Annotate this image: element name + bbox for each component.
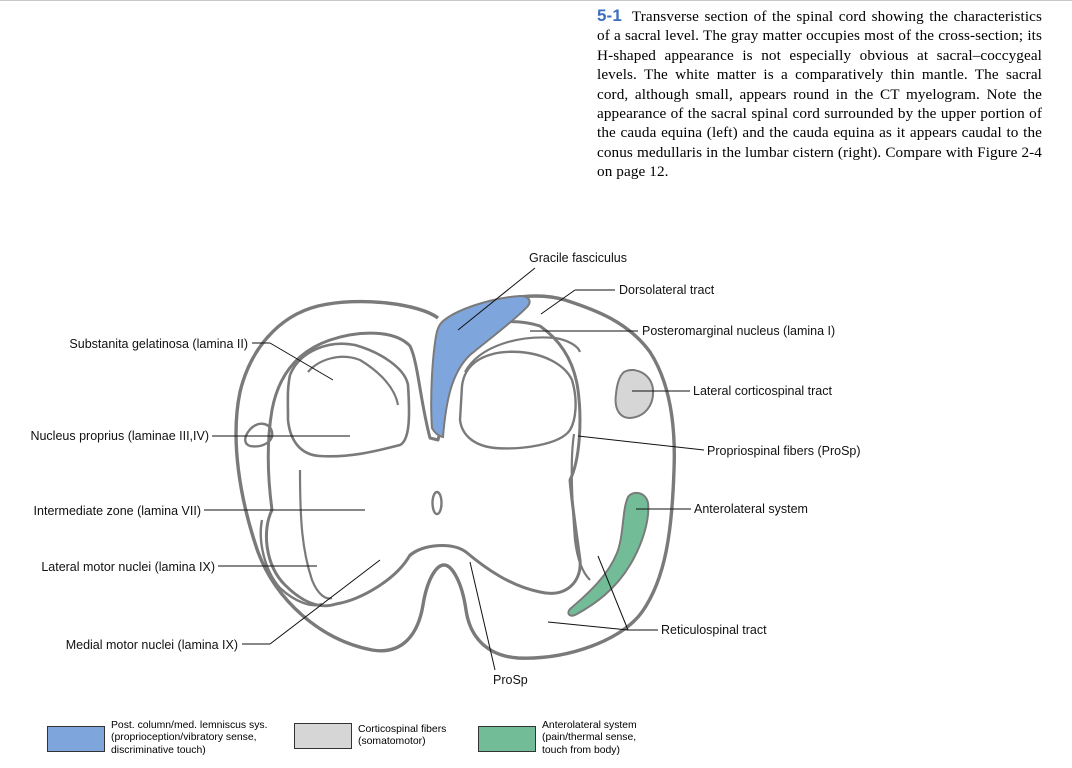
legend-swatch-corticospinal: [294, 723, 352, 749]
leader-reticulo-c: [597, 555, 629, 631]
leader-medial-motor-b: [269, 559, 381, 645]
top-rule: [0, 0, 1072, 1]
label-prosp: ProSp: [493, 673, 528, 687]
left-lateral-motor-boundary: [259, 519, 323, 607]
legend-swatch-anterolateral: [478, 725, 536, 752]
right-dorsal-horn-marginal: [464, 336, 582, 373]
caption-text: Transverse section of the spinal cord sh…: [597, 8, 1042, 181]
lateral-corticospinal-region: [614, 369, 655, 420]
leader-propriospinal: [577, 435, 705, 451]
label-medial-motor-nuclei: Medial motor nuclei (lamina IX): [66, 638, 238, 652]
leader-gracile: [457, 267, 536, 331]
cord-outline: [234, 294, 676, 660]
leader-prosp: [469, 561, 496, 671]
ventral-fissure-inner: [409, 544, 467, 557]
lateral-cervical-bump: [244, 422, 274, 448]
right-dorsal-horn-boundary: [458, 350, 577, 450]
leader-sg-b: [269, 342, 334, 381]
left-intermediate-divider: [298, 469, 333, 600]
legend-swatch-posterior-column: [47, 725, 105, 752]
left-dorsal-horn-boundary: [286, 342, 411, 458]
leader-dorsolateral-b: [540, 289, 576, 315]
label-reticulospinal-tract: Reticulospinal tract: [661, 623, 767, 637]
label-propriospinal-fibers: Propriospinal fibers (ProSp): [707, 444, 861, 458]
legend-text-corticospinal: Corticospinal fibers (somatomotor): [358, 723, 447, 747]
legend-item-posterior-column: Post. column/med. lemniscus sys. (propri…: [47, 720, 268, 757]
label-substantia-gelatinosa: Substanita gelatinosa (lamina II): [69, 337, 248, 351]
label-posteromarginal-nucleus: Posteromarginal nucleus (lamina I): [642, 324, 835, 338]
legend-text-anterolateral: Anterolateral system (pain/thermal sense…: [542, 720, 637, 756]
central-canal: [431, 490, 443, 516]
anterolateral-region: [567, 491, 650, 617]
label-lateral-corticospinal-tract: Lateral corticospinal tract: [693, 384, 832, 398]
legend-item-corticospinal: Corticospinal fibers (somatomotor): [294, 723, 446, 749]
legend-item-anterolateral: Anterolateral system (pain/thermal sense…: [478, 720, 637, 757]
label-lateral-motor-nuclei: Lateral motor nuclei (lamina IX): [41, 560, 215, 574]
legend-text-posterior-column: Post. column/med. lemniscus sys. (propri…: [111, 720, 268, 756]
label-dorsolateral-tract: Dorsolateral tract: [619, 283, 715, 297]
gracile-fasciculus-region: [430, 294, 531, 439]
right-intermediate-divider: [570, 433, 591, 581]
gray-matter-outline: [264, 320, 582, 608]
leader-reticulo-b: [547, 621, 629, 631]
left-dorsal-horn-inner: [307, 355, 400, 406]
figure-number: 5-1: [597, 6, 622, 25]
leader-lines: [204, 267, 705, 671]
label-anterolateral-system: Anterolateral system: [694, 502, 808, 516]
label-gracile-fasciculus: Gracile fasciculus: [529, 251, 627, 265]
label-intermediate-zone: Intermediate zone (lamina VII): [34, 504, 201, 518]
label-nucleus-proprius: Nucleus proprius (laminae III,IV): [30, 429, 209, 443]
